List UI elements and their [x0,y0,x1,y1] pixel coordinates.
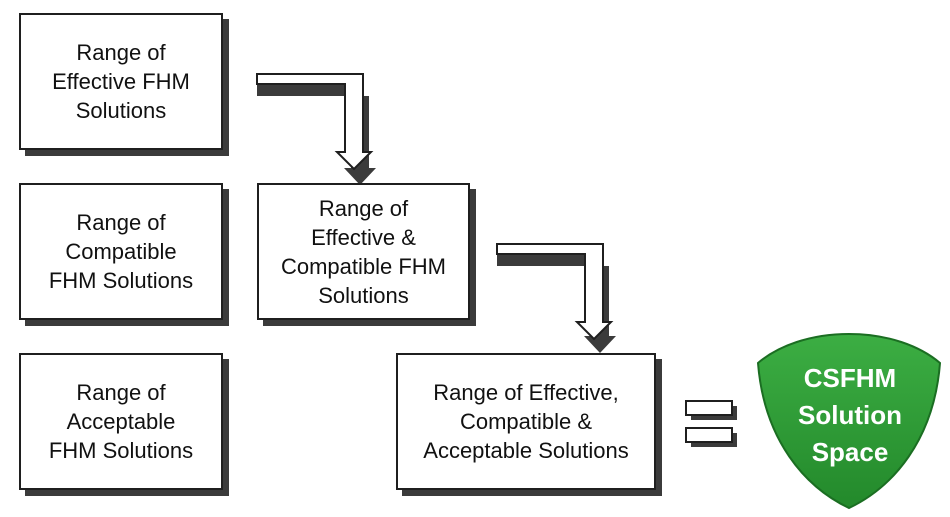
arrow-effective-to-combined [256,73,376,185]
compatible-solutions-box: Range of Compatible FHM Solutions [19,183,223,320]
solution-space-label: CSFHM Solution Space [798,363,902,467]
equals-sign [685,400,737,447]
solution-space-shield [756,332,942,510]
effective-solutions-box: Range of Effective FHM Solutions [19,13,223,150]
acceptable-solutions-box: Range of Acceptable FHM Solutions [19,353,223,490]
effective-compatible-solutions-box: Range of Effective & Compatible FHM Solu… [257,183,470,320]
effective-compatible-acceptable-box: Range of Effective, Compatible & Accepta… [396,353,656,490]
arrow-combined-to-all [496,243,616,353]
